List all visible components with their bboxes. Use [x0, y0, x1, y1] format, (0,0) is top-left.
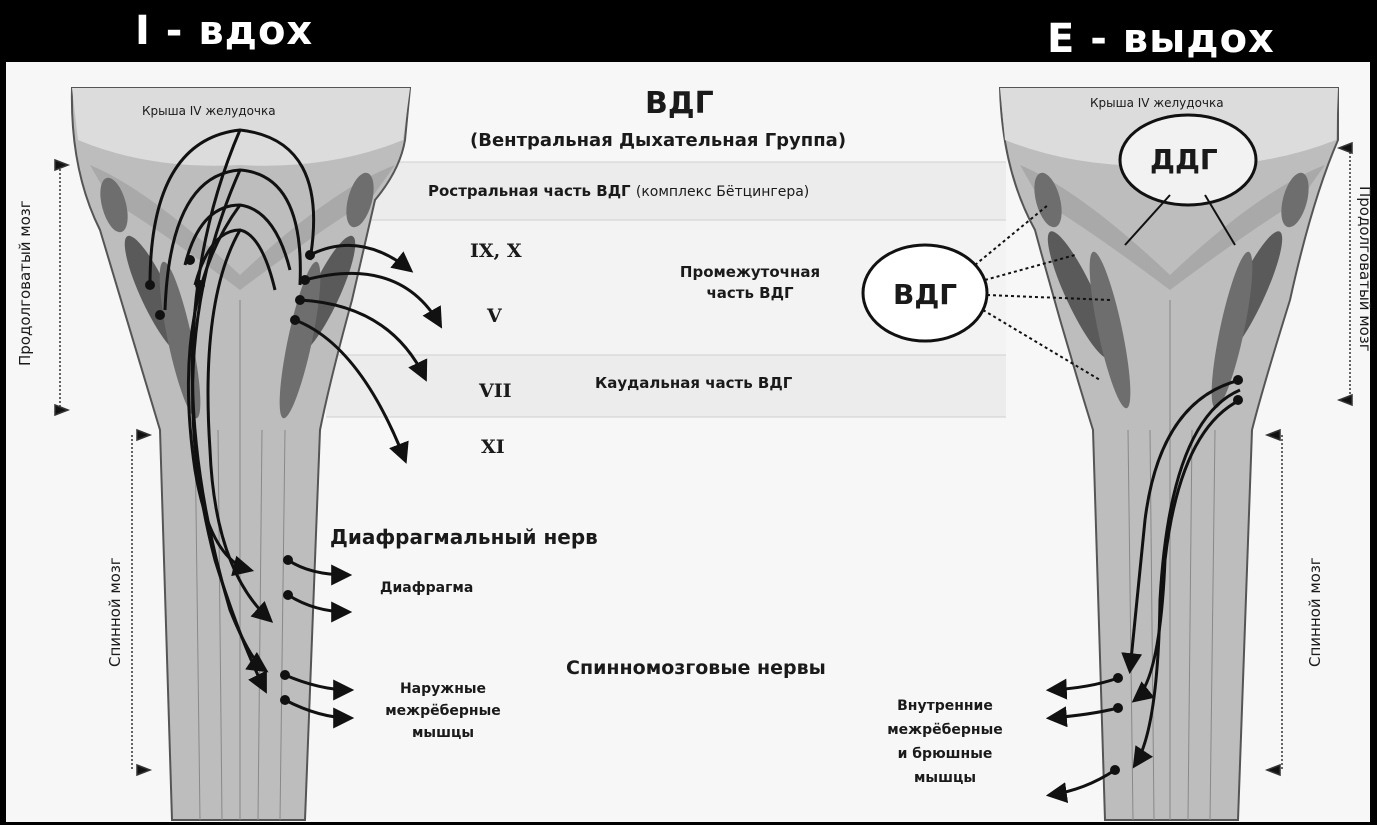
- right-roof-label: Крыша IV желудочка: [1090, 96, 1310, 110]
- phrenic-nerve-label: Диафрагмальный нерв: [330, 525, 598, 549]
- nerve-vii: VII: [479, 380, 512, 402]
- left-medulla-label: Продолговатый мозг: [16, 196, 34, 366]
- external-line-1: Наружные: [368, 678, 518, 700]
- intermediate-line-2: часть ВДГ: [640, 283, 860, 304]
- right-spinal-label: Спинной мозг: [1306, 527, 1324, 667]
- left-roof-label: Крыша IV желудочка: [142, 104, 352, 118]
- external-line-2: межрёберные: [368, 700, 518, 722]
- center-subheading: (Вентральная Дыхательная Группа): [470, 130, 846, 151]
- right-medulla-label: Продолговатый мозг: [1356, 186, 1374, 356]
- diaphragm-label: Диафрагма: [380, 580, 473, 596]
- internal-line-2: межрёберные: [865, 718, 1025, 742]
- intermediate-label: Промежуточная часть ВДГ: [640, 262, 860, 304]
- external-intercostals-label: Наружные межрёберные мышцы: [368, 678, 518, 744]
- left-spinal-label: Спинной мозг: [106, 527, 124, 667]
- external-line-3: мышцы: [368, 722, 518, 744]
- caudal-label: Каудальная часть ВДГ: [595, 374, 792, 392]
- ddg-label: ДДГ: [1150, 143, 1218, 176]
- spinal-nerves-label: Спинномозговые нервы: [566, 657, 826, 679]
- nerve-xi: XI: [481, 436, 505, 458]
- internal-line-3: и брюшные: [865, 742, 1025, 766]
- nerve-ix-x: IX, X: [470, 240, 522, 262]
- left-brainstem: [72, 88, 410, 820]
- rostral-label-note: (комплекс Бётцингера): [636, 184, 809, 200]
- internal-line-4: мышцы: [865, 766, 1025, 790]
- vdg-circle-label: ВДГ: [893, 278, 957, 311]
- internal-intercostals-label: Внутренние межрёберные и брюшные мышцы: [865, 694, 1025, 790]
- center-heading: ВДГ: [645, 86, 714, 121]
- nerve-v: V: [487, 305, 502, 327]
- rostral-label: Ростральная часть ВДГ (комплекс Бётцинге…: [428, 182, 809, 200]
- intermediate-line-1: Промежуточная: [640, 262, 860, 283]
- rostral-label-bold: Ростральная часть ВДГ: [428, 182, 631, 200]
- internal-line-1: Внутренние: [865, 694, 1025, 718]
